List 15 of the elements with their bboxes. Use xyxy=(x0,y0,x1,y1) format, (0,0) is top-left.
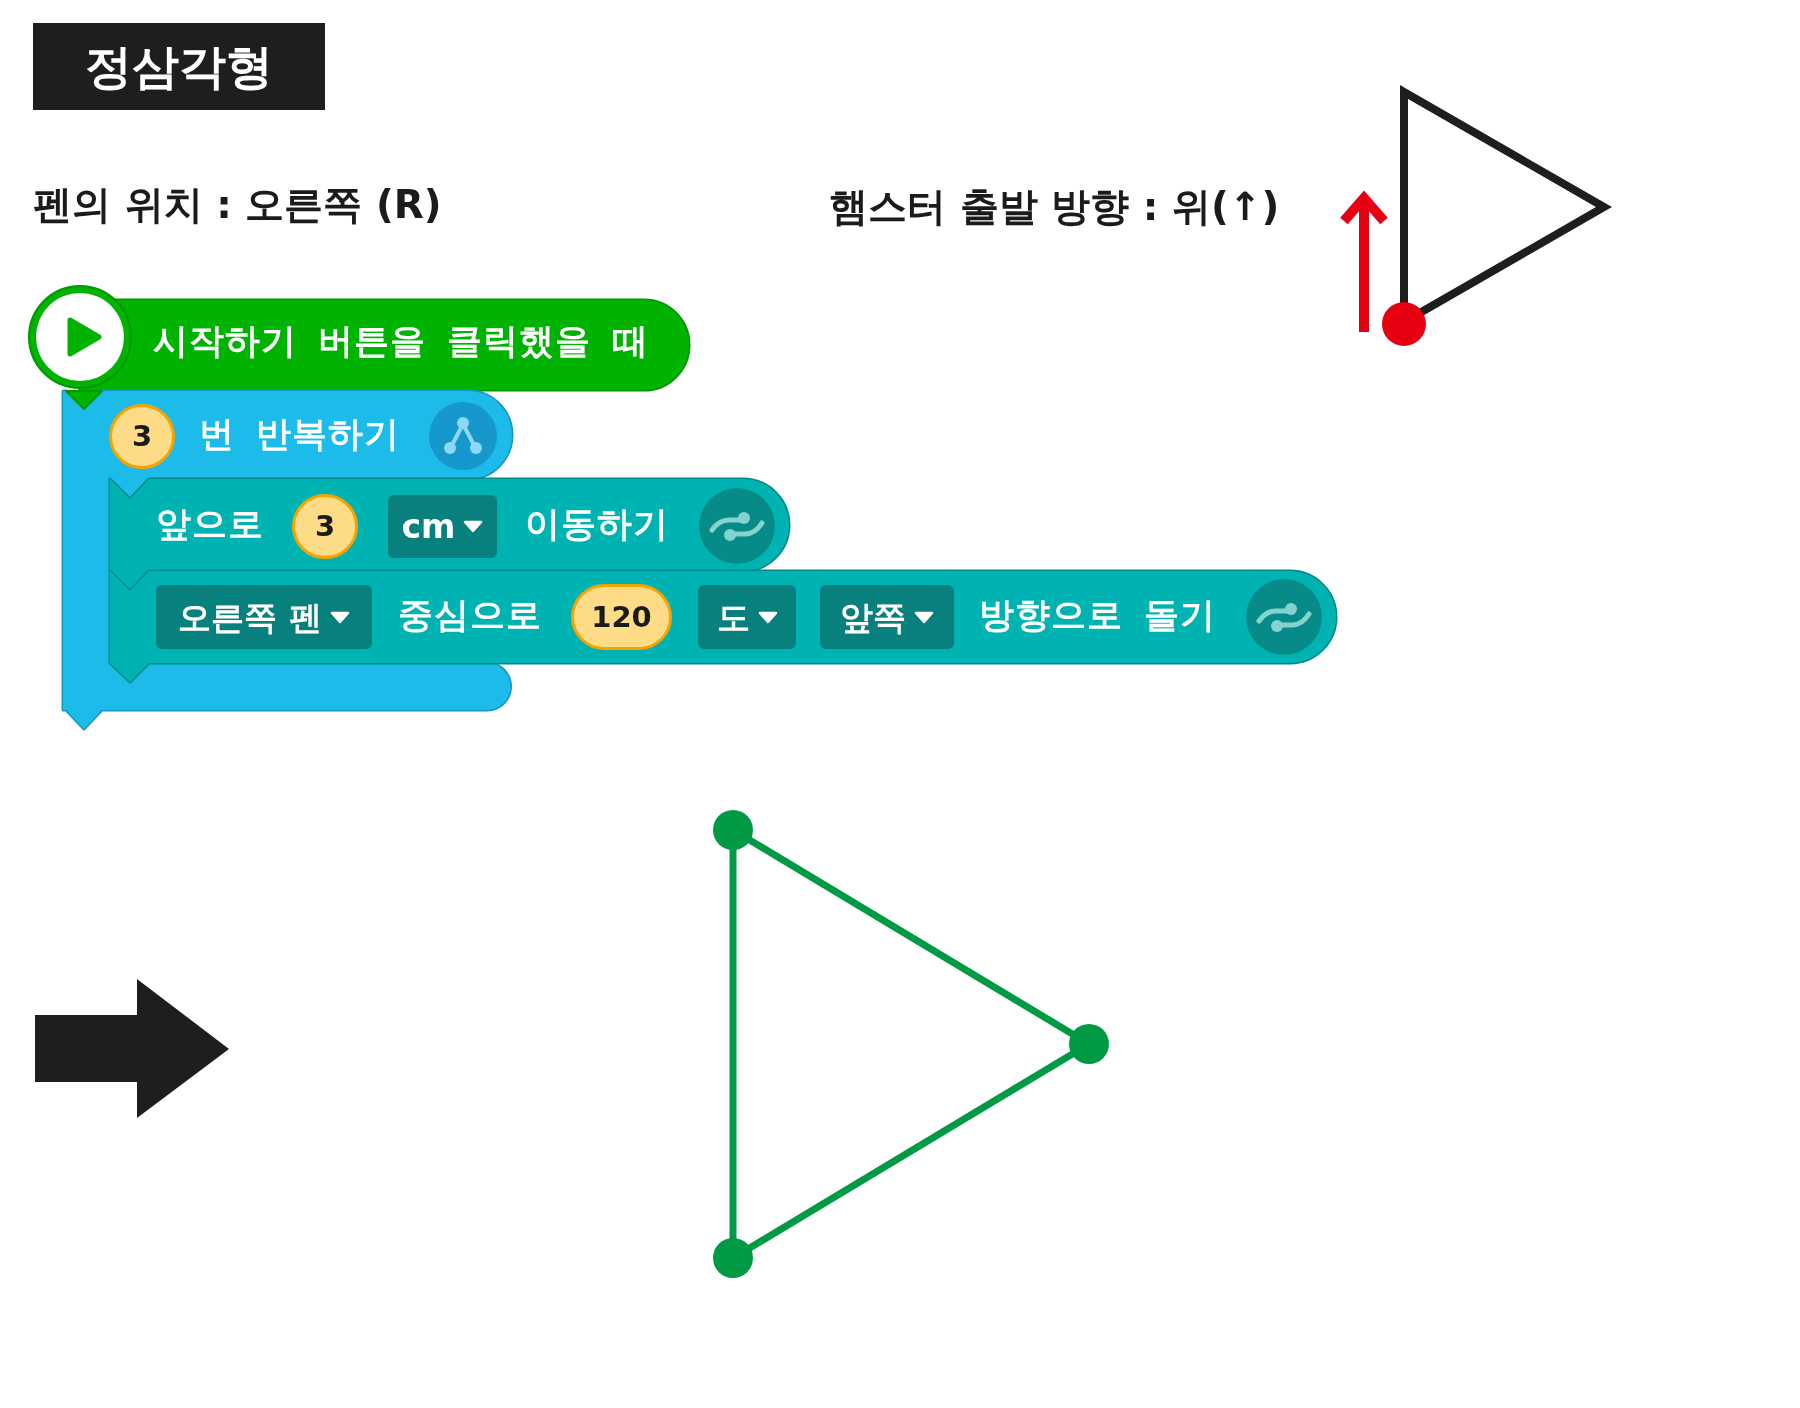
hat-block xyxy=(28,285,690,391)
block-label: 시작하기 버튼을 클릭했을 때 xyxy=(153,323,649,359)
heading-label: 펜의 위치 : 오른쪽 (R) xyxy=(33,184,442,224)
block-label: 이동하기 xyxy=(525,506,669,542)
dropdown: 오른쪽 펜 xyxy=(156,585,372,649)
title: 정삼각형 xyxy=(33,23,325,110)
command-block xyxy=(110,571,1336,683)
block-label: 앞으로 xyxy=(156,506,264,542)
block-label: 번 반복하기 xyxy=(199,416,401,452)
heading-label: 햄스터 출발 방향 : 위(↑) xyxy=(829,186,1280,226)
block-label: 방향으로 돌기 xyxy=(979,597,1217,633)
block-label: 중심으로 xyxy=(398,597,542,633)
dropdown: cm xyxy=(388,495,497,558)
dropdown: 도 xyxy=(698,585,796,649)
dropdown: 앞쪽 xyxy=(820,585,954,649)
